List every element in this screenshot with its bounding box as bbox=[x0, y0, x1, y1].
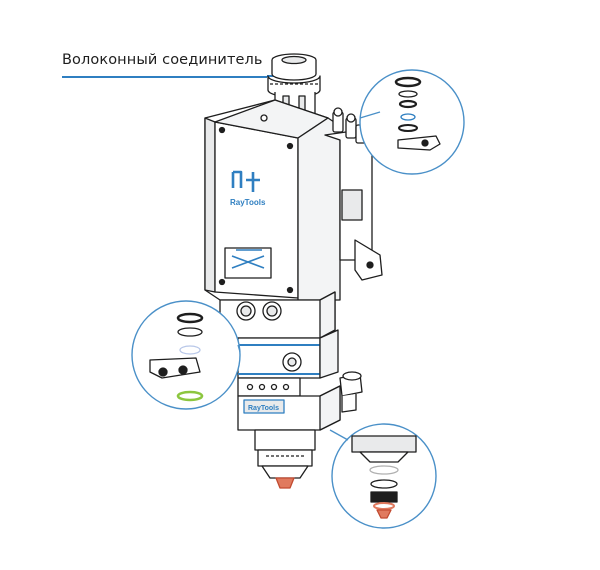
side-mechanism bbox=[297, 107, 383, 301]
label-underline bbox=[62, 76, 267, 78]
raytools-badge: RayTools bbox=[248, 405, 279, 412]
raytools-logo-mark bbox=[231, 170, 260, 192]
callout-left bbox=[131, 300, 241, 410]
crossed-arrows-icon bbox=[224, 247, 272, 279]
callout-bottom-right bbox=[329, 423, 437, 529]
nozzle-assembly bbox=[254, 429, 316, 489]
fitting-icon bbox=[339, 371, 363, 413]
fiber-connector bbox=[267, 53, 321, 119]
callout-top-right bbox=[359, 69, 465, 175]
raytools-logo-text: RayTools bbox=[230, 198, 266, 207]
adjustment-block bbox=[219, 291, 336, 339]
knob-icon bbox=[236, 301, 282, 321]
indicator-panel bbox=[237, 377, 301, 397]
fiber-connector-label: Волоконный соединитель bbox=[62, 52, 263, 68]
lower-body: RayTools bbox=[237, 371, 363, 431]
middle-section bbox=[237, 329, 339, 379]
